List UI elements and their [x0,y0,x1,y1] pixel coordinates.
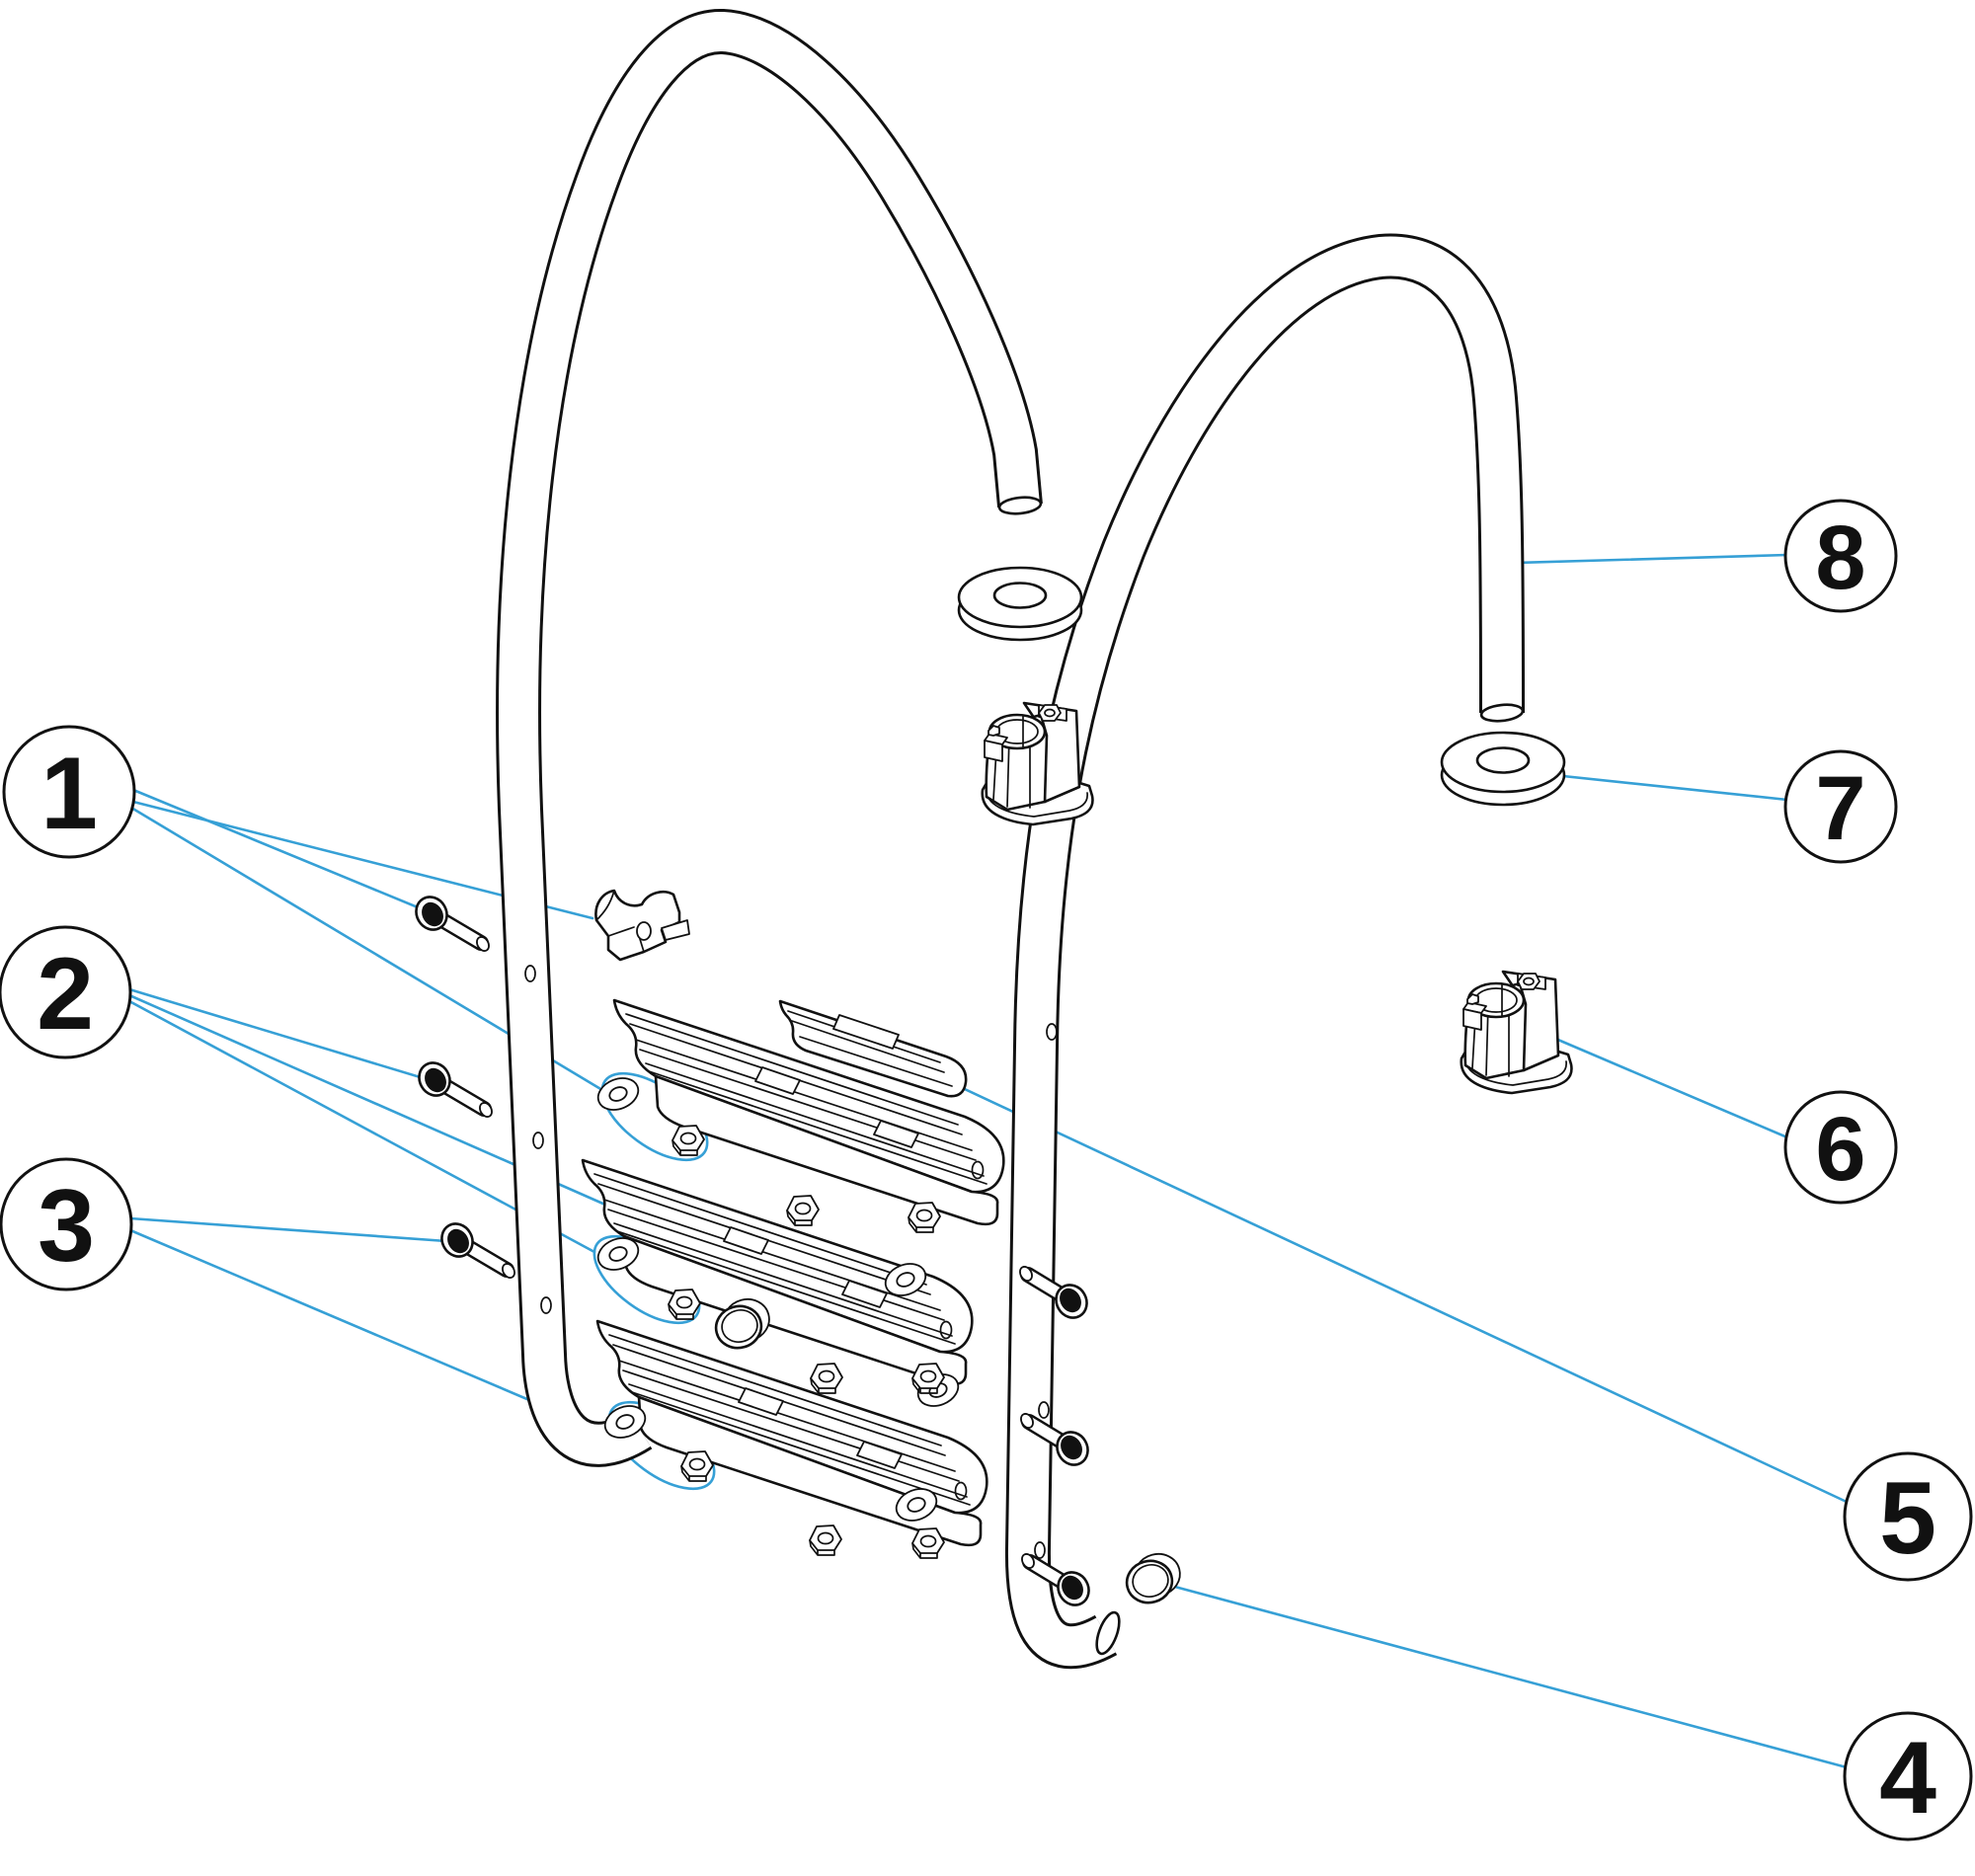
nut [809,1524,842,1556]
callout-5: 5 [1843,1451,1973,1582]
leader-4-to-cap [1169,1584,1849,1769]
callout-5-label: 5 [1879,1461,1936,1576]
leader-7-to-flange [1524,770,1789,802]
bolt [411,892,492,953]
anchor-socket-right [1460,970,1573,1095]
rail-hole [1046,1023,1058,1041]
bolt [414,1057,495,1119]
nut [680,1450,714,1482]
nut [911,1527,945,1559]
rail-hole [1034,1541,1046,1559]
callout-6-label: 6 [1815,1099,1865,1200]
callout-7-label: 7 [1815,758,1865,859]
rail-hole [532,1132,544,1149]
escutcheon-flange-left [957,566,1083,642]
nut [786,1195,820,1226]
nut [668,1289,701,1320]
leader-8-to-handrail [1481,553,1789,566]
rail-hole [524,965,536,982]
callout-2: 2 [0,925,132,1059]
anchor-socket-left [981,701,1094,826]
bolt [436,1218,517,1280]
handrail-right-tube [1004,233,1525,1670]
escutcheon-flange-right [1440,731,1566,807]
callout-7: 7 [1783,749,1898,864]
callout-4: 4 [1843,1711,1973,1841]
handrail-left-tube [496,9,1043,1467]
nut [672,1125,705,1156]
callouts: 1 2 3 4 5 6 7 8 [0,499,1973,1841]
tube-end-cap [1121,1547,1186,1609]
leader-5-to-step [918,1066,1851,1505]
tube-j-tip [1095,1610,1121,1656]
callout-4-label: 4 [1879,1721,1936,1836]
callout-8-label: 8 [1815,508,1865,608]
bolts-left [411,892,517,1280]
leader-2-to-bolt [127,987,438,1084]
callout-1: 1 [2,725,136,859]
leader-1-to-bolt [131,788,436,916]
leader-3-to-bolt [128,1216,462,1244]
callout-2-label: 2 [37,937,94,1052]
step-clamp-bracket [594,889,691,962]
leader-lines [127,553,1851,1769]
callout-3-label: 3 [38,1169,95,1284]
callout-8: 8 [1783,499,1898,613]
tube-open-end [997,496,1043,515]
tube-open-end [1479,703,1525,723]
callout-1-label: 1 [40,737,98,851]
rail-hole [540,1296,552,1314]
washer [592,1071,644,1117]
rail-hole [1038,1401,1050,1419]
callout-3: 3 [0,1157,133,1291]
nut [810,1363,843,1394]
nut [908,1202,941,1233]
callout-6: 6 [1783,1090,1898,1205]
leader-6-to-socket [1544,1033,1789,1139]
